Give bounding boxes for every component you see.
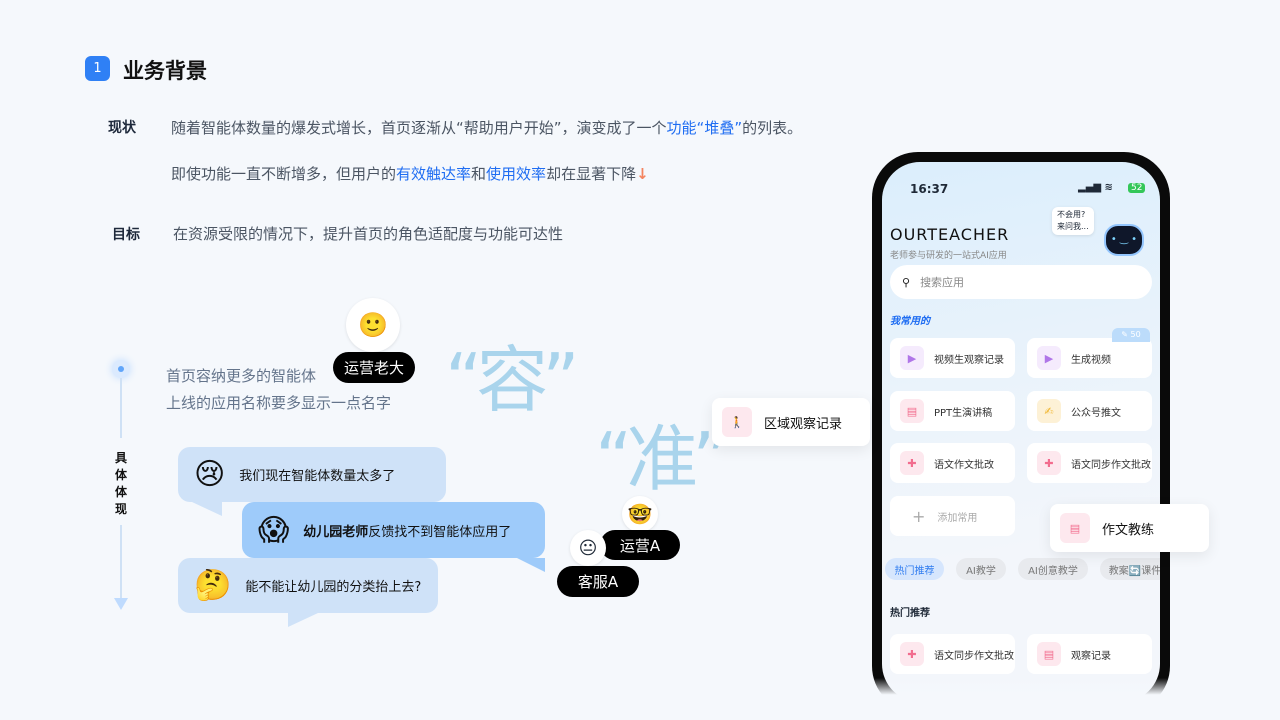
text: 的列表。	[742, 119, 803, 137]
bubble-text: 反馈找不到智能体应用了	[368, 524, 512, 540]
status-line-1: 随着智能体数量的爆发式增长，首页逐渐从“帮助用户开始”，演变成了一个功能“堆叠”…	[171, 117, 802, 138]
timeline-line	[120, 525, 122, 599]
text: 即使功能一直不断增多，但用户的	[171, 165, 397, 183]
phone-mockup: 16:37 ▂▄▆ ≋ 52 OURTEACHER 老师参与研发的一站式AI应用…	[872, 152, 1170, 712]
timeline-arrow-icon	[114, 598, 128, 610]
assistant-bubble[interactable]: 不会用? 来问我...	[1052, 207, 1094, 235]
app-card[interactable]: ▤ 观察记录	[1027, 634, 1152, 674]
search-input[interactable]: ⚲ 搜索应用	[890, 265, 1152, 299]
essay-sync-icon: ✚	[900, 642, 924, 666]
app-card[interactable]: ✍ 公众号推文	[1027, 391, 1152, 431]
app-name: 公众号推文	[1071, 407, 1121, 419]
app-name: 观察记录	[1071, 650, 1111, 662]
bubble-bold: 幼儿园老师	[303, 524, 369, 540]
highlight: 使用效率	[486, 165, 547, 183]
app-card[interactable]: ▶ 视频生观察记录	[890, 338, 1015, 378]
keyword-rong: “容”	[445, 338, 580, 422]
highlight: 功能“堆叠”	[666, 119, 743, 137]
requirement-1: 首页容纳更多的智能体	[166, 367, 317, 385]
chat-bubble: 🤔 能不能让幼儿园的分类抬上去?	[178, 558, 438, 627]
timeline-dot	[112, 360, 130, 378]
phone-screen: 16:37 ▂▄▆ ≋ 52 OURTEACHER 老师参与研发的一站式AI应用…	[882, 162, 1160, 702]
ops-avatar: 🤓	[622, 496, 658, 532]
status-label: 现状	[108, 120, 136, 136]
text: 来问我...	[1057, 222, 1089, 231]
timeline-label: 具体体现	[114, 451, 127, 516]
video-icon: ▶	[1037, 346, 1061, 370]
frequent-title: 我常用的	[890, 316, 930, 327]
boss-avatar: 🙂	[346, 298, 400, 352]
app-card[interactable]: ▶ 生成视频	[1027, 338, 1152, 378]
battery-icon: 52	[1128, 183, 1146, 193]
highlight: 有效触达率	[396, 165, 472, 183]
persona-cs: 客服A	[557, 566, 639, 597]
brand-name: OURTEACHER	[890, 225, 1010, 244]
status-time: 16:37	[910, 182, 949, 196]
bubble-tail	[288, 613, 318, 627]
floating-card-essay-coach: ▤ 作文教练	[1050, 504, 1209, 552]
card-label: 作文教练	[1102, 522, 1155, 538]
text: 不会用?	[1057, 210, 1086, 219]
app-name: 语文同步作文批改	[1071, 459, 1151, 471]
brand-tagline: 老师参与研发的一站式AI应用	[890, 251, 1007, 261]
essay-coach-icon: ▤	[1060, 513, 1090, 543]
timeline-line	[120, 378, 122, 438]
app-name: 语文作文批改	[934, 459, 994, 471]
app-name: 视频生观察记录	[934, 354, 1004, 366]
ppt-icon: ▤	[900, 399, 924, 423]
crying-emoji-icon: 😢	[194, 457, 226, 492]
goal-text: 在资源受限的情况下，提升首页的角色适配度与功能可达性	[173, 225, 564, 243]
section-number-badge: 1	[85, 56, 110, 81]
app-card[interactable]: ✚ 语文作文批改	[890, 443, 1015, 483]
hot-title: 热门推荐	[890, 608, 930, 619]
chat-bubble: 😢 我们现在智能体数量太多了	[178, 447, 446, 516]
thinking-emoji-icon: 🤔	[194, 568, 232, 603]
keyword-zhun: “准”	[595, 417, 730, 501]
text: 却在显著下降	[546, 165, 637, 183]
down-arrow-icon: ↓	[636, 165, 649, 183]
requirement-2: 上线的应用名称要多显示一点名字	[166, 394, 392, 412]
bubble-tail	[192, 502, 222, 516]
edit-badge[interactable]: ✎ 50	[1112, 328, 1150, 342]
add-label: 添加常用	[937, 512, 978, 524]
app-card[interactable]: ▤ PPT生演讲稿	[890, 391, 1015, 431]
app-name: PPT生演讲稿	[934, 407, 993, 419]
app-name: 生成视频	[1071, 354, 1111, 366]
app-card[interactable]: ✚ 语文同步作文批改	[1027, 443, 1152, 483]
goal-label: 目标	[112, 227, 140, 243]
search-icon: ⚲	[902, 275, 911, 289]
observation-icon: ▤	[1037, 642, 1061, 666]
plus-icon: +	[912, 506, 926, 526]
app-name: 语文同步作文批改	[934, 650, 1014, 662]
video-record-icon: ▶	[900, 346, 924, 370]
tab-lesson-plan[interactable]: 教案🔄课件	[1100, 558, 1160, 580]
search-placeholder: 搜索应用	[920, 276, 965, 289]
bottom-fade	[860, 678, 1190, 720]
text: 随着智能体数量的爆发式增长，首页逐渐从“帮助用户开始”，演变成了一个	[171, 119, 667, 137]
add-frequent-button[interactable]: + 添加常用	[890, 496, 1015, 536]
article-icon: ✍	[1037, 399, 1061, 423]
essay-grading-icon: ✚	[900, 451, 924, 475]
persona-boss: 运营老大	[333, 352, 415, 383]
status-line-2: 即使功能一直不断增多，但用户的有效触达率和使用效率却在显著下降↓	[171, 163, 649, 184]
floating-card-region-observation: 🚶 区域观察记录	[712, 398, 870, 446]
chat-bubble: 😱 幼儿园老师反馈找不到智能体应用了	[242, 502, 545, 572]
bubble-text: 能不能让幼儿园的分类抬上去?	[245, 580, 422, 595]
card-label: 区域观察记录	[764, 416, 843, 432]
screaming-emoji-icon: 😱	[258, 512, 290, 548]
bubble-text: 我们现在智能体数量太多了	[239, 469, 396, 484]
tab-ai-creative[interactable]: AI创意教学	[1018, 558, 1088, 580]
text: 和	[471, 165, 487, 183]
cs-avatar: 😐	[570, 530, 606, 566]
tab-hot[interactable]: 热门推荐	[885, 558, 944, 580]
page-title: 业务背景	[123, 59, 207, 83]
signal-wifi-icon: ▂▄▆ ≋	[1078, 182, 1113, 193]
bubble-tail	[517, 558, 545, 572]
essay-sync-icon: ✚	[1037, 451, 1061, 475]
app-card[interactable]: ✚ 语文同步作文批改	[890, 634, 1015, 674]
robot-assistant-icon[interactable]: • ‿ •	[1104, 224, 1144, 256]
tab-ai-teaching[interactable]: AI教学	[956, 558, 1006, 580]
persona-ops: 运营A	[600, 530, 680, 560]
observation-icon: 🚶	[722, 407, 752, 437]
